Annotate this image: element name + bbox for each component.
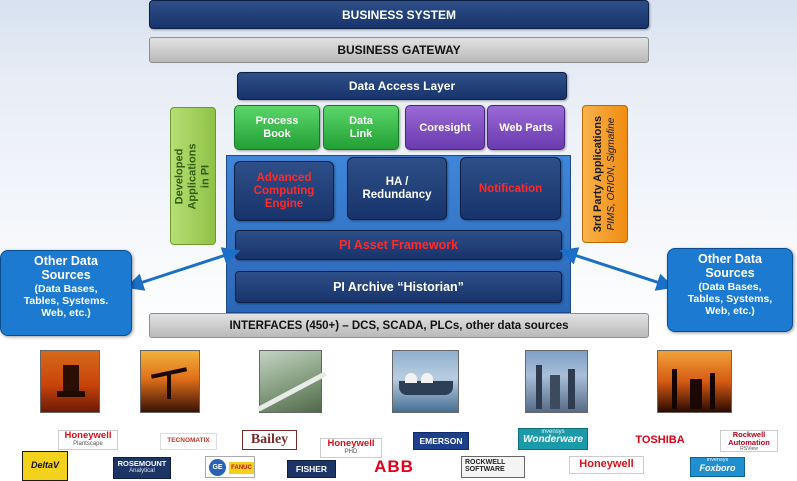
data-link-label: Data Link xyxy=(349,114,373,140)
ha-redundancy-label: HA / Redundancy xyxy=(362,175,432,201)
advanced-computing-engine-box: Advanced Computing Engine xyxy=(234,161,334,221)
interfaces-label: INTERFACES (450+) – DCS, SCADA, PLCs, ot… xyxy=(229,319,569,332)
data-access-layer-bar: Data Access Layer xyxy=(237,72,567,100)
business-gateway-bar: BUSINESS GATEWAY xyxy=(149,37,649,63)
coresight-label: Coresight xyxy=(419,121,471,134)
pi-archive-bar: PI Archive “Historian” xyxy=(235,271,562,303)
other-data-sources-left-subtitle: (Data Bases, Tables, Systems. Web, etc.) xyxy=(23,283,109,319)
other-data-sources-right: Other Data Sources (Data Bases, Tables, … xyxy=(667,248,793,332)
tecnomatix-logo: TECNOMATIX xyxy=(160,433,217,450)
notification-label: Notification xyxy=(478,182,543,195)
pipeline-photo xyxy=(257,350,327,413)
rockwell-automation-logo: Rockwell Automation RSView xyxy=(720,430,778,452)
process-book-box: Process Book xyxy=(234,105,320,150)
interfaces-bar: INTERFACES (450+) – DCS, SCADA, PLCs, ot… xyxy=(149,313,649,338)
other-data-sources-left: Other Data Sources (Data Bases, Tables, … xyxy=(0,250,132,336)
honeywell-phd-logo: Honeywell PHD xyxy=(320,438,382,458)
pi-asset-framework-label: PI Asset Framework xyxy=(338,238,459,252)
lng-tanker-photo xyxy=(392,350,459,413)
wonderware-logo: invensys Wonderware xyxy=(518,428,588,450)
rockwell-software-logo: ROCKWELL SOFTWARE xyxy=(461,456,525,478)
web-parts-label: Web Parts xyxy=(499,121,553,134)
coresight-box: Coresight xyxy=(405,105,485,150)
other-data-sources-right-title: Other Data Sources xyxy=(698,252,762,280)
honeywell-plantscape-logo: Honeywell Plantscape xyxy=(58,430,118,450)
rosemount-analytical-logo: ROSEMOUNT Analytical xyxy=(113,457,171,479)
pi-asset-framework-bar: PI Asset Framework xyxy=(235,230,562,260)
refinery-sunset-photo xyxy=(657,350,732,413)
business-system-label: BUSINESS SYSTEM xyxy=(341,7,457,22)
bailey-logo: Bailey xyxy=(242,430,297,450)
toshiba-logo: TOSHIBA xyxy=(626,433,694,449)
process-book-label: Process Book xyxy=(255,114,299,140)
third-party-applications-bar: 3rd Party Applications PIMS, ORION, Sigm… xyxy=(582,105,628,243)
other-data-sources-left-title: Other Data Sources xyxy=(34,254,98,282)
pi-archive-label: PI Archive “Historian” xyxy=(333,280,464,294)
offshore-platform-photo xyxy=(40,350,100,413)
developed-applications-bar: Developed Applications in PI xyxy=(170,107,216,245)
data-link-box: Data Link xyxy=(323,105,399,150)
web-parts-box: Web Parts xyxy=(487,105,565,150)
notification-box: Notification xyxy=(460,157,561,220)
honeywell-logo: Honeywell xyxy=(569,456,644,474)
fisher-logo: FISHER xyxy=(287,460,336,478)
data-access-layer-label: Data Access Layer xyxy=(348,79,456,93)
deltav-logo: DeltaV xyxy=(22,451,68,481)
right-double-arrow xyxy=(559,247,675,291)
ha-redundancy-box: HA / Redundancy xyxy=(347,157,447,220)
ge-fanuc-logo: GE FANUC xyxy=(205,456,255,478)
advanced-computing-engine-label: Advanced Computing Engine xyxy=(253,171,315,210)
emerson-logo: EMERSON xyxy=(413,432,469,450)
business-gateway-label: BUSINESS GATEWAY xyxy=(337,43,461,57)
oil-pumpjack-photo xyxy=(140,350,200,413)
left-double-arrow xyxy=(125,247,241,291)
foxboro-logo: invensys Foxboro xyxy=(690,457,745,477)
other-data-sources-right-subtitle: (Data Bases, Tables, Systems, Web, etc.) xyxy=(687,281,773,317)
abb-logo: ABB xyxy=(374,457,414,477)
business-system-bar: BUSINESS SYSTEM xyxy=(149,0,649,29)
refinery-photo xyxy=(525,350,588,413)
